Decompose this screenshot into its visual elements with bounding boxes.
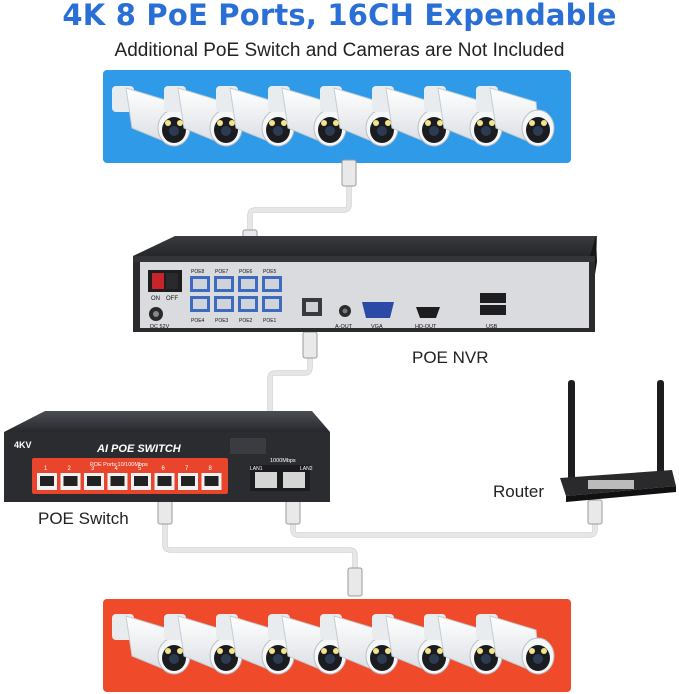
switch-on-label: ON	[151, 296, 160, 302]
nvr-port-label: POE6	[239, 269, 253, 275]
vga-label: VGA	[371, 324, 383, 330]
poe-switch-label: POE Switch	[38, 509, 129, 528]
switch-port-number: 2	[68, 466, 72, 472]
switch-port-number: 5	[138, 466, 142, 472]
bullet-camera	[112, 86, 191, 147]
nvr-port-label: POE8	[191, 269, 205, 275]
bullet-camera	[476, 614, 555, 675]
ports-caption: POE Ports:10/100Mbps	[90, 462, 148, 468]
bullet-camera	[164, 614, 243, 675]
router-device	[560, 380, 676, 502]
switch-brand: 4KV	[14, 440, 32, 450]
bullet-camera	[424, 614, 503, 675]
switch-port-number: 4	[115, 466, 119, 472]
bullet-camera	[216, 86, 295, 147]
bullet-camera	[372, 614, 451, 675]
bullet-camera	[216, 614, 295, 675]
switch-port-number: 6	[162, 466, 166, 472]
nvr-port-label: POE2	[239, 318, 253, 324]
nvr-device: ON OFF DC 52V POE8POE4POE7POE3POE6POE2PO…	[133, 236, 597, 332]
router-label: Router	[493, 482, 545, 501]
nvr-label: POE NVR	[412, 348, 489, 367]
bullet-camera	[268, 614, 347, 675]
nvr-port-label: POE3	[215, 318, 229, 324]
nvr-port-label: POE1	[263, 318, 277, 324]
switch-poe-ports: 1 2 3 4 5 6 7 8	[37, 466, 222, 490]
rj45-connectors	[157, 159, 603, 597]
ethernet-cables	[162, 175, 598, 575]
bullet-camera	[424, 86, 503, 147]
headline: 4K 8 PoE Ports, 16CH Expendable	[62, 0, 617, 32]
usb-label: USB	[486, 324, 498, 330]
switch-port-number: 8	[209, 466, 213, 472]
subtitle: Additional PoE Switch and Cameras are No…	[114, 40, 565, 61]
audio-label: A-OUT	[335, 324, 353, 330]
power-label: DC 52V	[150, 324, 170, 330]
switch-port-number: 1	[44, 466, 48, 472]
bottom-camera-row	[112, 614, 555, 675]
bullet-camera	[320, 86, 399, 147]
hdmi-label: HD-OUT	[415, 324, 437, 330]
lan2-label: LAN2	[300, 466, 313, 472]
bullet-camera	[320, 614, 399, 675]
top-camera-row	[112, 86, 555, 147]
lan1-label: LAN1	[250, 466, 263, 472]
switch-title: AI POE SWITCH	[96, 443, 182, 455]
uplink-caption: 1000Mbps	[270, 458, 296, 464]
switch-off-label: OFF	[166, 296, 178, 302]
bullet-camera	[268, 86, 347, 147]
bullet-camera	[112, 614, 191, 675]
nvr-port-label: POE5	[263, 269, 277, 275]
bullet-camera	[164, 86, 243, 147]
nvr-port-label: POE4	[191, 318, 205, 324]
switch-port-number: 3	[91, 466, 95, 472]
nvr-port-label: POE7	[215, 269, 229, 275]
bullet-camera	[476, 86, 555, 147]
bullet-camera	[372, 86, 451, 147]
poe-switch-device: 4KV AI POE SWITCH POE Ports:10/100Mbps 1…	[4, 411, 330, 502]
switch-port-number: 7	[185, 466, 189, 472]
